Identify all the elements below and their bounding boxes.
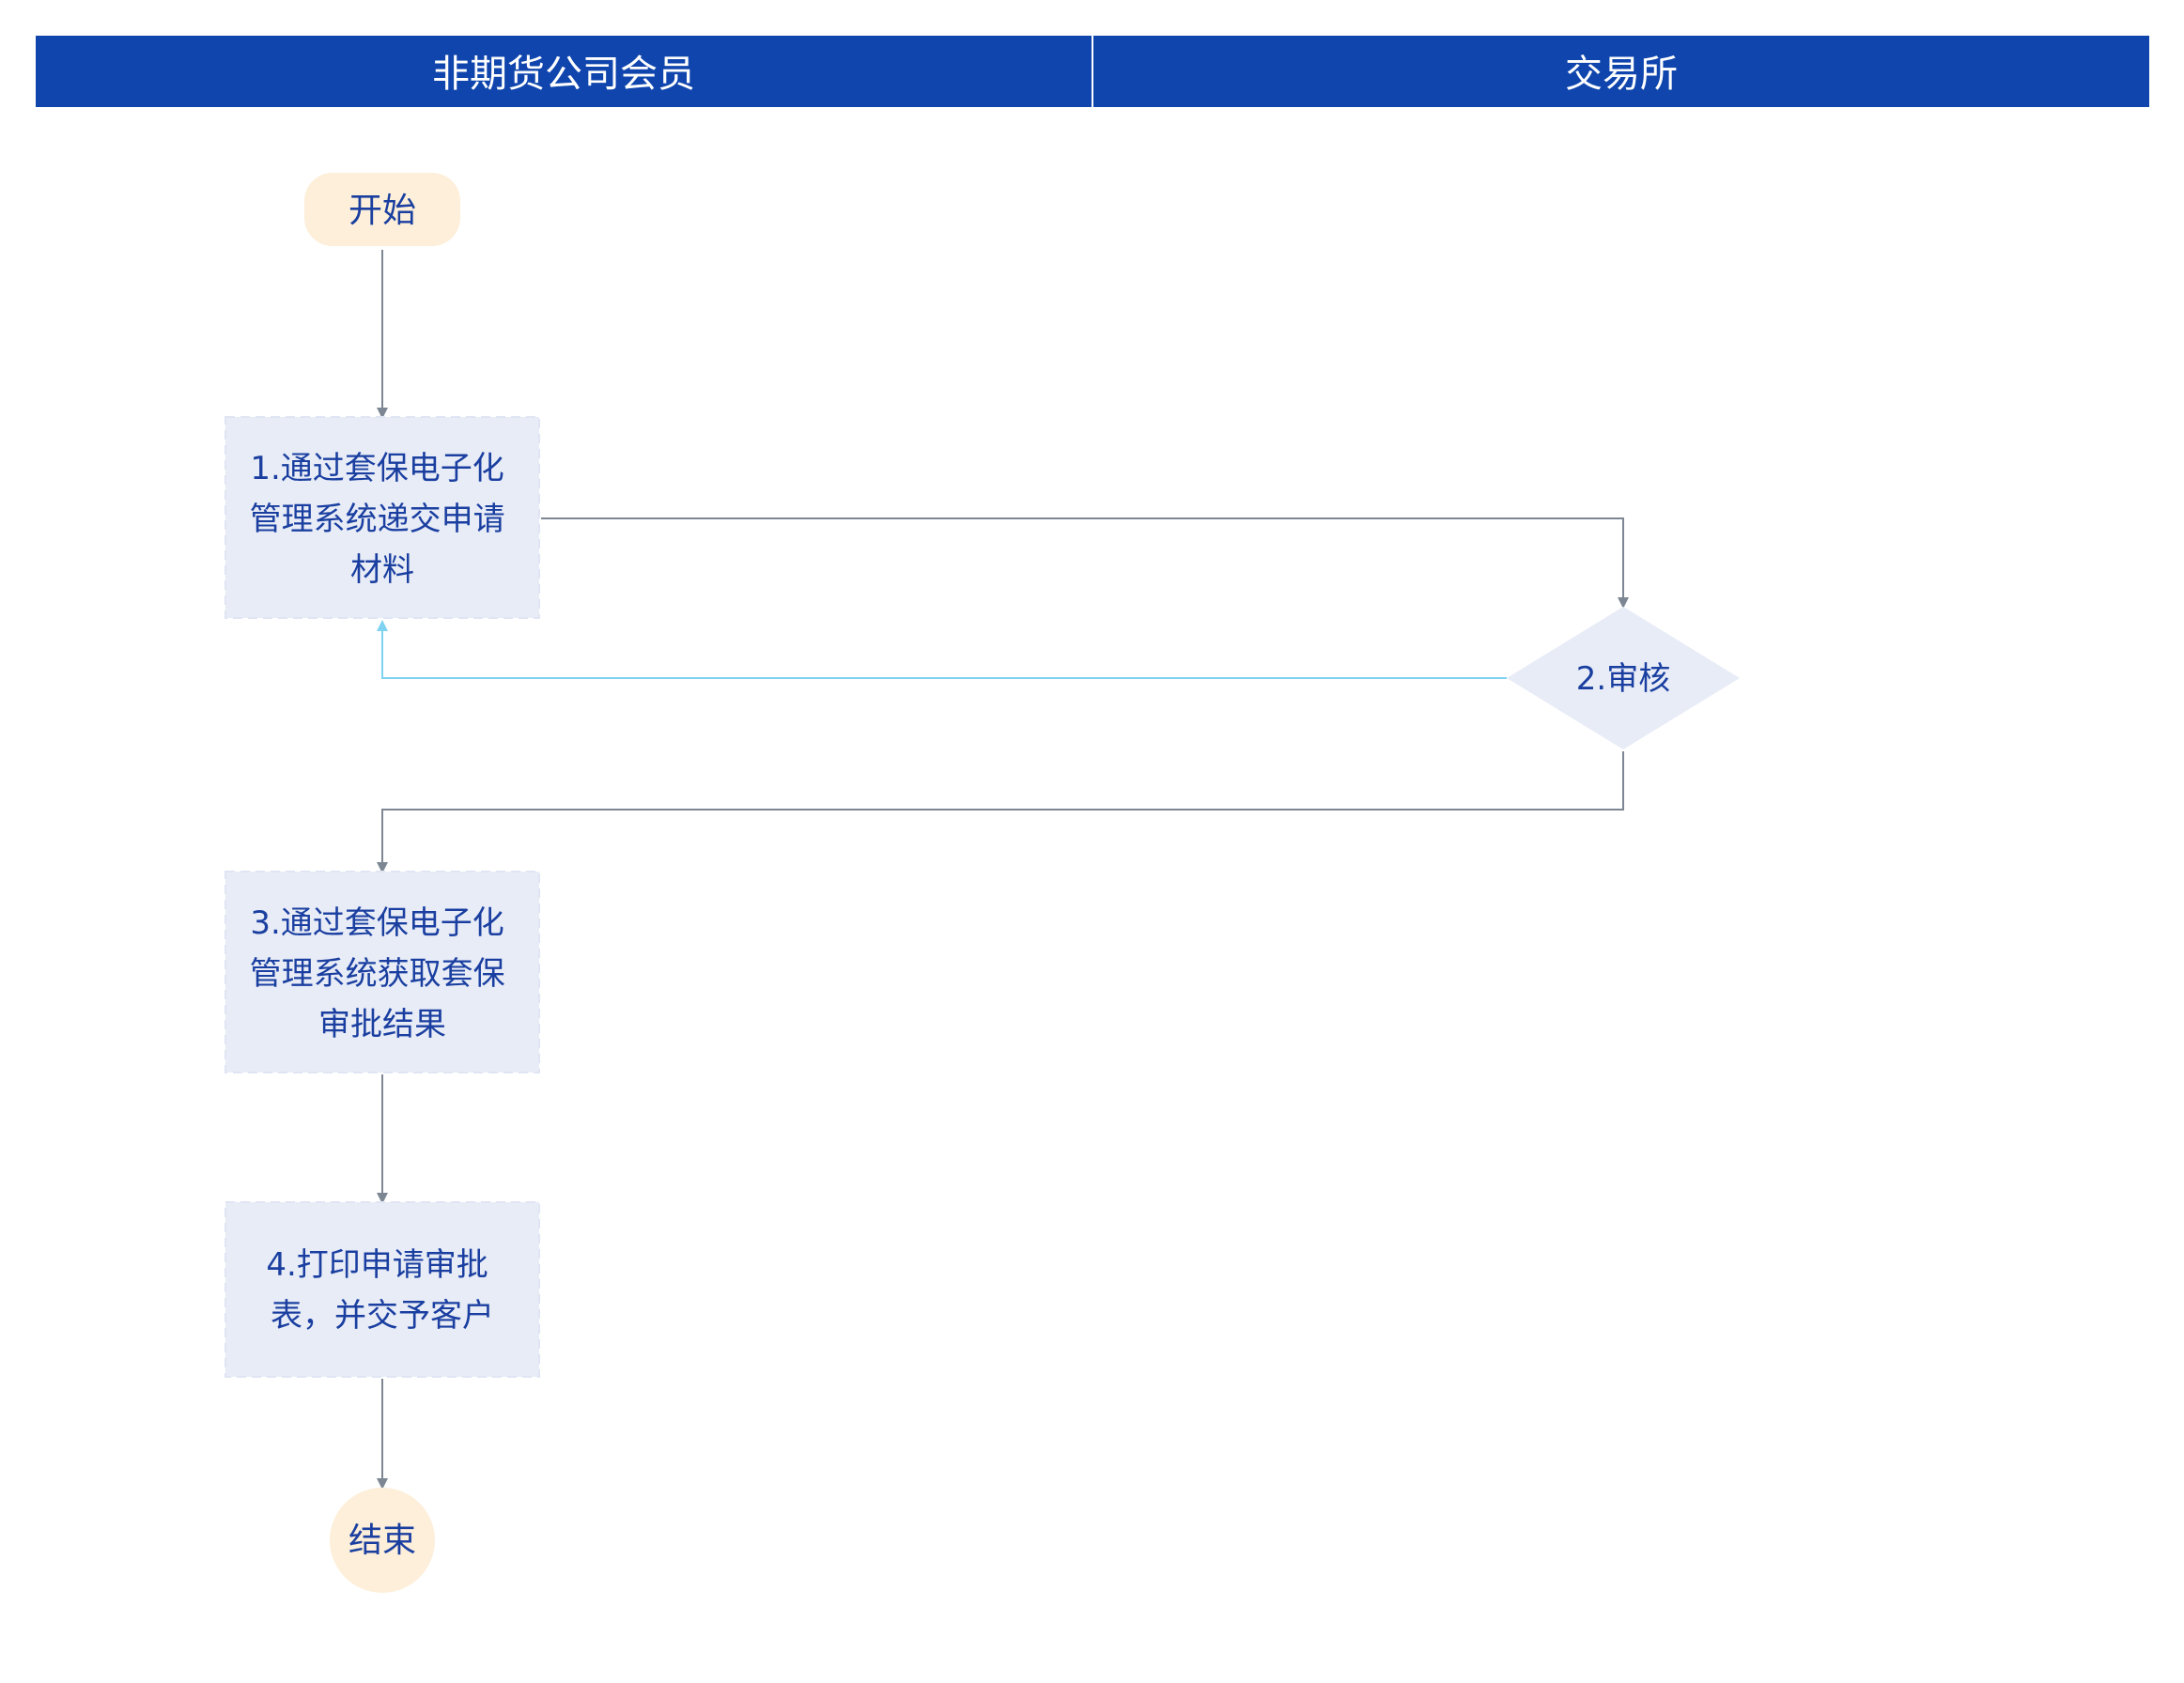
step4-line-2: 表，并交予客户 bbox=[271, 1297, 494, 1335]
step4-line-1: 4.打印申请审批 bbox=[266, 1246, 488, 1284]
lane-title-members: 非期货公司会员 bbox=[432, 53, 695, 96]
step3-line-1: 3.通过套保电子化 bbox=[250, 904, 503, 942]
step4-node[interactable]: 4.打印申请审批 表，并交予客户 bbox=[225, 1201, 540, 1378]
step1-line-3: 材料 bbox=[350, 551, 414, 589]
step3-line-3: 审批结果 bbox=[318, 1006, 446, 1043]
end-label: 结束 bbox=[349, 1521, 416, 1560]
step1-node[interactable]: 1.通过套保电子化 管理系统递交申请 材料 bbox=[225, 416, 540, 619]
lane-title-exchange: 交易所 bbox=[1565, 53, 1678, 96]
connector-step1-to-step2 bbox=[541, 517, 1629, 609]
step4-label: 4.打印申请审批 表，并交予客户 bbox=[266, 1246, 498, 1335]
end-node[interactable]: 结束 bbox=[330, 1488, 435, 1593]
step3-label: 3.通过套保电子化 管理系统获取套保 审批结果 bbox=[250, 904, 516, 1043]
connector-step2-to-step3 bbox=[377, 751, 1624, 873]
start-node[interactable]: 开始 bbox=[304, 173, 460, 246]
step3-line-2: 管理系统获取套保 bbox=[250, 955, 505, 993]
step1-line-2: 管理系统递交申请 bbox=[250, 501, 505, 538]
step1-label: 1.通过套保电子化 管理系统递交申请 材料 bbox=[250, 450, 516, 589]
lane-header-exchange: 交易所 bbox=[1093, 36, 2149, 107]
connector-step2-return-to-step1 bbox=[377, 620, 1507, 679]
start-label: 开始 bbox=[349, 192, 416, 230]
step2-decision[interactable]: 2.审核 bbox=[1507, 607, 1740, 749]
step1-line-1: 1.通过套保电子化 bbox=[250, 450, 503, 487]
lane-header-members: 非期货公司会员 bbox=[36, 36, 1092, 107]
step3-node[interactable]: 3.通过套保电子化 管理系统获取套保 审批结果 bbox=[225, 871, 540, 1073]
step2-label: 2.审核 bbox=[1576, 660, 1670, 698]
